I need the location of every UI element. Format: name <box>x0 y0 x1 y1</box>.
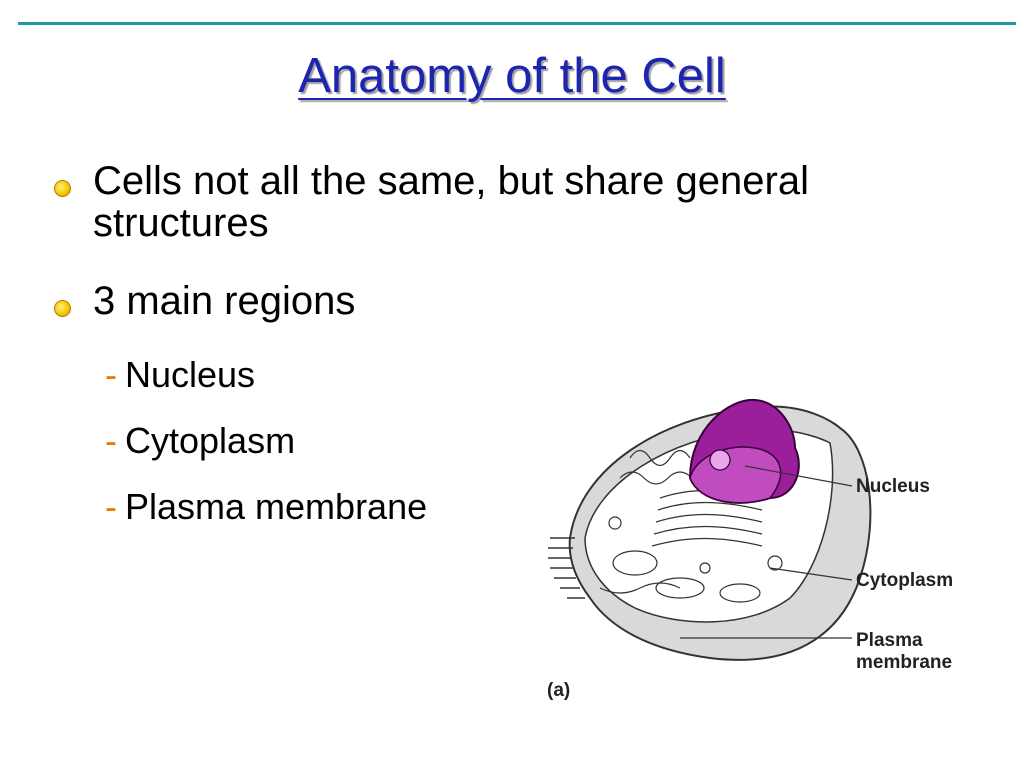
bullet-item-1: Cells not all the same, but share genera… <box>54 160 814 244</box>
top-rule <box>18 22 1016 25</box>
bullet-dot-icon <box>54 180 71 197</box>
bullet-dot-icon <box>54 300 71 317</box>
sub-item-text: Nucleus <box>125 354 256 395</box>
dash-marker: - <box>105 354 117 395</box>
bullet-text: 3 main regions <box>93 279 356 323</box>
cytoplasm-label: Cytoplasm <box>856 570 954 591</box>
sub-item-cytoplasm: -Cytoplasm <box>105 421 295 461</box>
microvilli <box>548 537 585 599</box>
bullet-item-2: 3 main regions <box>54 280 814 322</box>
dash-marker: - <box>105 420 117 461</box>
sub-item-nucleus: -Nucleus <box>105 355 255 395</box>
plasma-membrane-label: Plasma membrane <box>856 630 952 674</box>
cell-illustration <box>548 398 872 661</box>
organelles <box>599 449 783 603</box>
sub-item-plasma-membrane: -Plasma membrane <box>105 487 427 527</box>
cell-diagram: Nucleus Cytoplasm Plasma membrane (a) <box>540 388 1010 718</box>
dash-marker: - <box>105 486 117 527</box>
plasma-label-line1: Plasma <box>856 630 923 651</box>
slide-title: Anatomy of the Cell <box>298 49 726 103</box>
bullet-text: Cells not all the same, but share genera… <box>93 159 809 245</box>
plasma-label-line2: membrane <box>856 652 953 673</box>
nucleolus <box>709 449 731 471</box>
nucleus-label: Nucleus <box>856 476 930 497</box>
nucleus-leader-line <box>744 465 853 487</box>
sub-item-text: Plasma membrane <box>125 486 428 527</box>
cytoplasm-leader-line <box>769 567 853 581</box>
sub-item-text: Cytoplasm <box>125 420 296 461</box>
panel-label: (a) <box>547 680 571 701</box>
